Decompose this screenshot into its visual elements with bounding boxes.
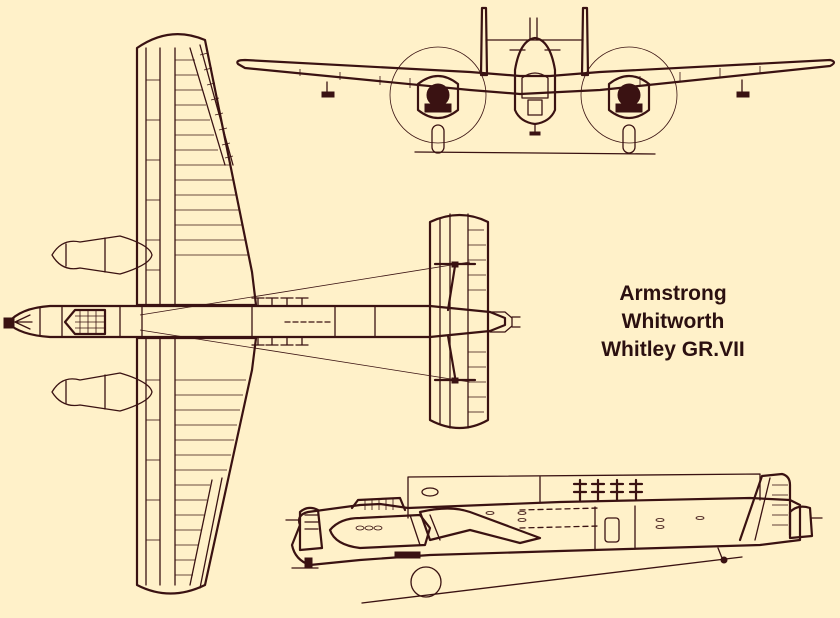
- aircraft-title: Armstrong Whitworth Whitley GR.VII: [588, 280, 758, 364]
- title-line-2: Whitworth: [621, 310, 725, 333]
- title-line-3: Whitley GR.VII: [601, 338, 745, 361]
- plan-view: [3, 33, 521, 595]
- title-line-1: Armstrong: [619, 282, 727, 305]
- side-view: [285, 472, 823, 604]
- front-view: [236, 6, 836, 155]
